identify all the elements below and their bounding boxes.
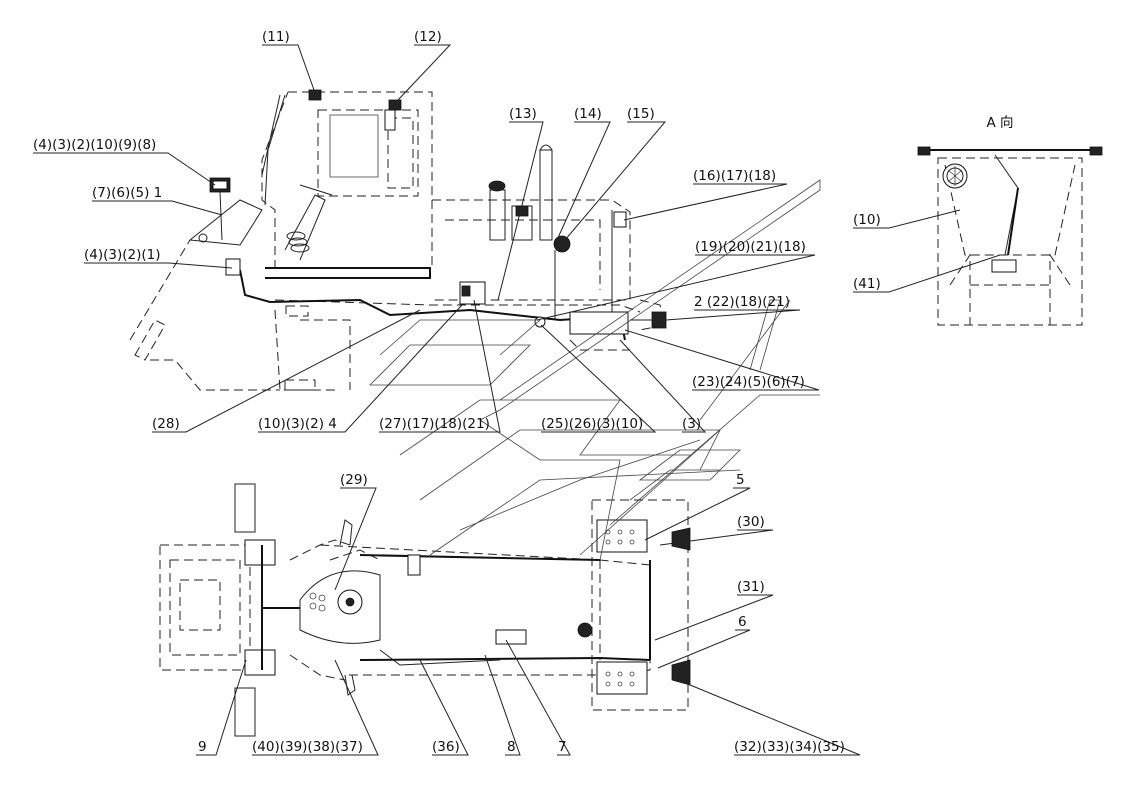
callout-6: 6	[738, 614, 747, 630]
callout-41: (41)	[853, 276, 881, 292]
callout-8: 8	[507, 739, 516, 755]
callout-3: (3)	[682, 416, 701, 432]
callout-40-39-38-37: (40)(39)(38)(37)	[252, 739, 363, 755]
callout-13: (13)	[509, 106, 537, 122]
callout-32-33-34-35: (32)(33)(34)(35)	[734, 739, 845, 755]
callout-12: (12)	[414, 29, 442, 45]
callout-9: 9	[198, 739, 207, 755]
callout-7-6-5-1: (7)(6)(5) 1	[92, 185, 162, 201]
callout-labels: (11) (12) (13) (14) (15) (4)(3)(2)(10)(9…	[33, 29, 881, 755]
a-direction-view: A 向	[917, 115, 1103, 326]
callout-10-a-view: (10)	[853, 212, 881, 228]
leader-lines	[33, 44, 1001, 756]
callout-36: (36)	[432, 739, 460, 755]
side-view	[129, 89, 667, 391]
callout-5: 5	[736, 472, 745, 488]
callout-7: 7	[558, 739, 567, 755]
callout-10-3-2-4: (10)(3)(2) 4	[258, 416, 337, 432]
callout-16-17-18: (16)(17)(18)	[693, 168, 776, 184]
callout-11: (11)	[262, 29, 290, 45]
callout-23-24-5-6-7: (23)(24)(5)(6)(7)	[692, 374, 805, 390]
callout-2-22-18-21: 2 (22)(18)(21)	[694, 294, 790, 310]
view-connector-lines	[369, 179, 821, 561]
callout-14: (14)	[574, 106, 602, 122]
callout-4-3-2-1: (4)(3)(2)(1)	[84, 247, 161, 263]
plan-view	[159, 483, 691, 737]
callout-31: (31)	[737, 579, 765, 595]
callout-25-26-3-10: (25)(26)(3)(10)	[541, 416, 643, 432]
callout-15: (15)	[627, 106, 655, 122]
callout-19-20-21-18: (19)(20)(21)(18)	[695, 239, 806, 255]
callout-30: (30)	[737, 514, 765, 530]
callout-27-17-18-21: (27)(17)(18)(21)	[379, 416, 490, 432]
callout-28: (28)	[152, 416, 180, 432]
view-label: A 向	[986, 115, 1013, 131]
callout-29: (29)	[340, 472, 368, 488]
callout-4-3-2-10-9-8: (4)(3)(2)(10)(9)(8)	[33, 137, 156, 153]
